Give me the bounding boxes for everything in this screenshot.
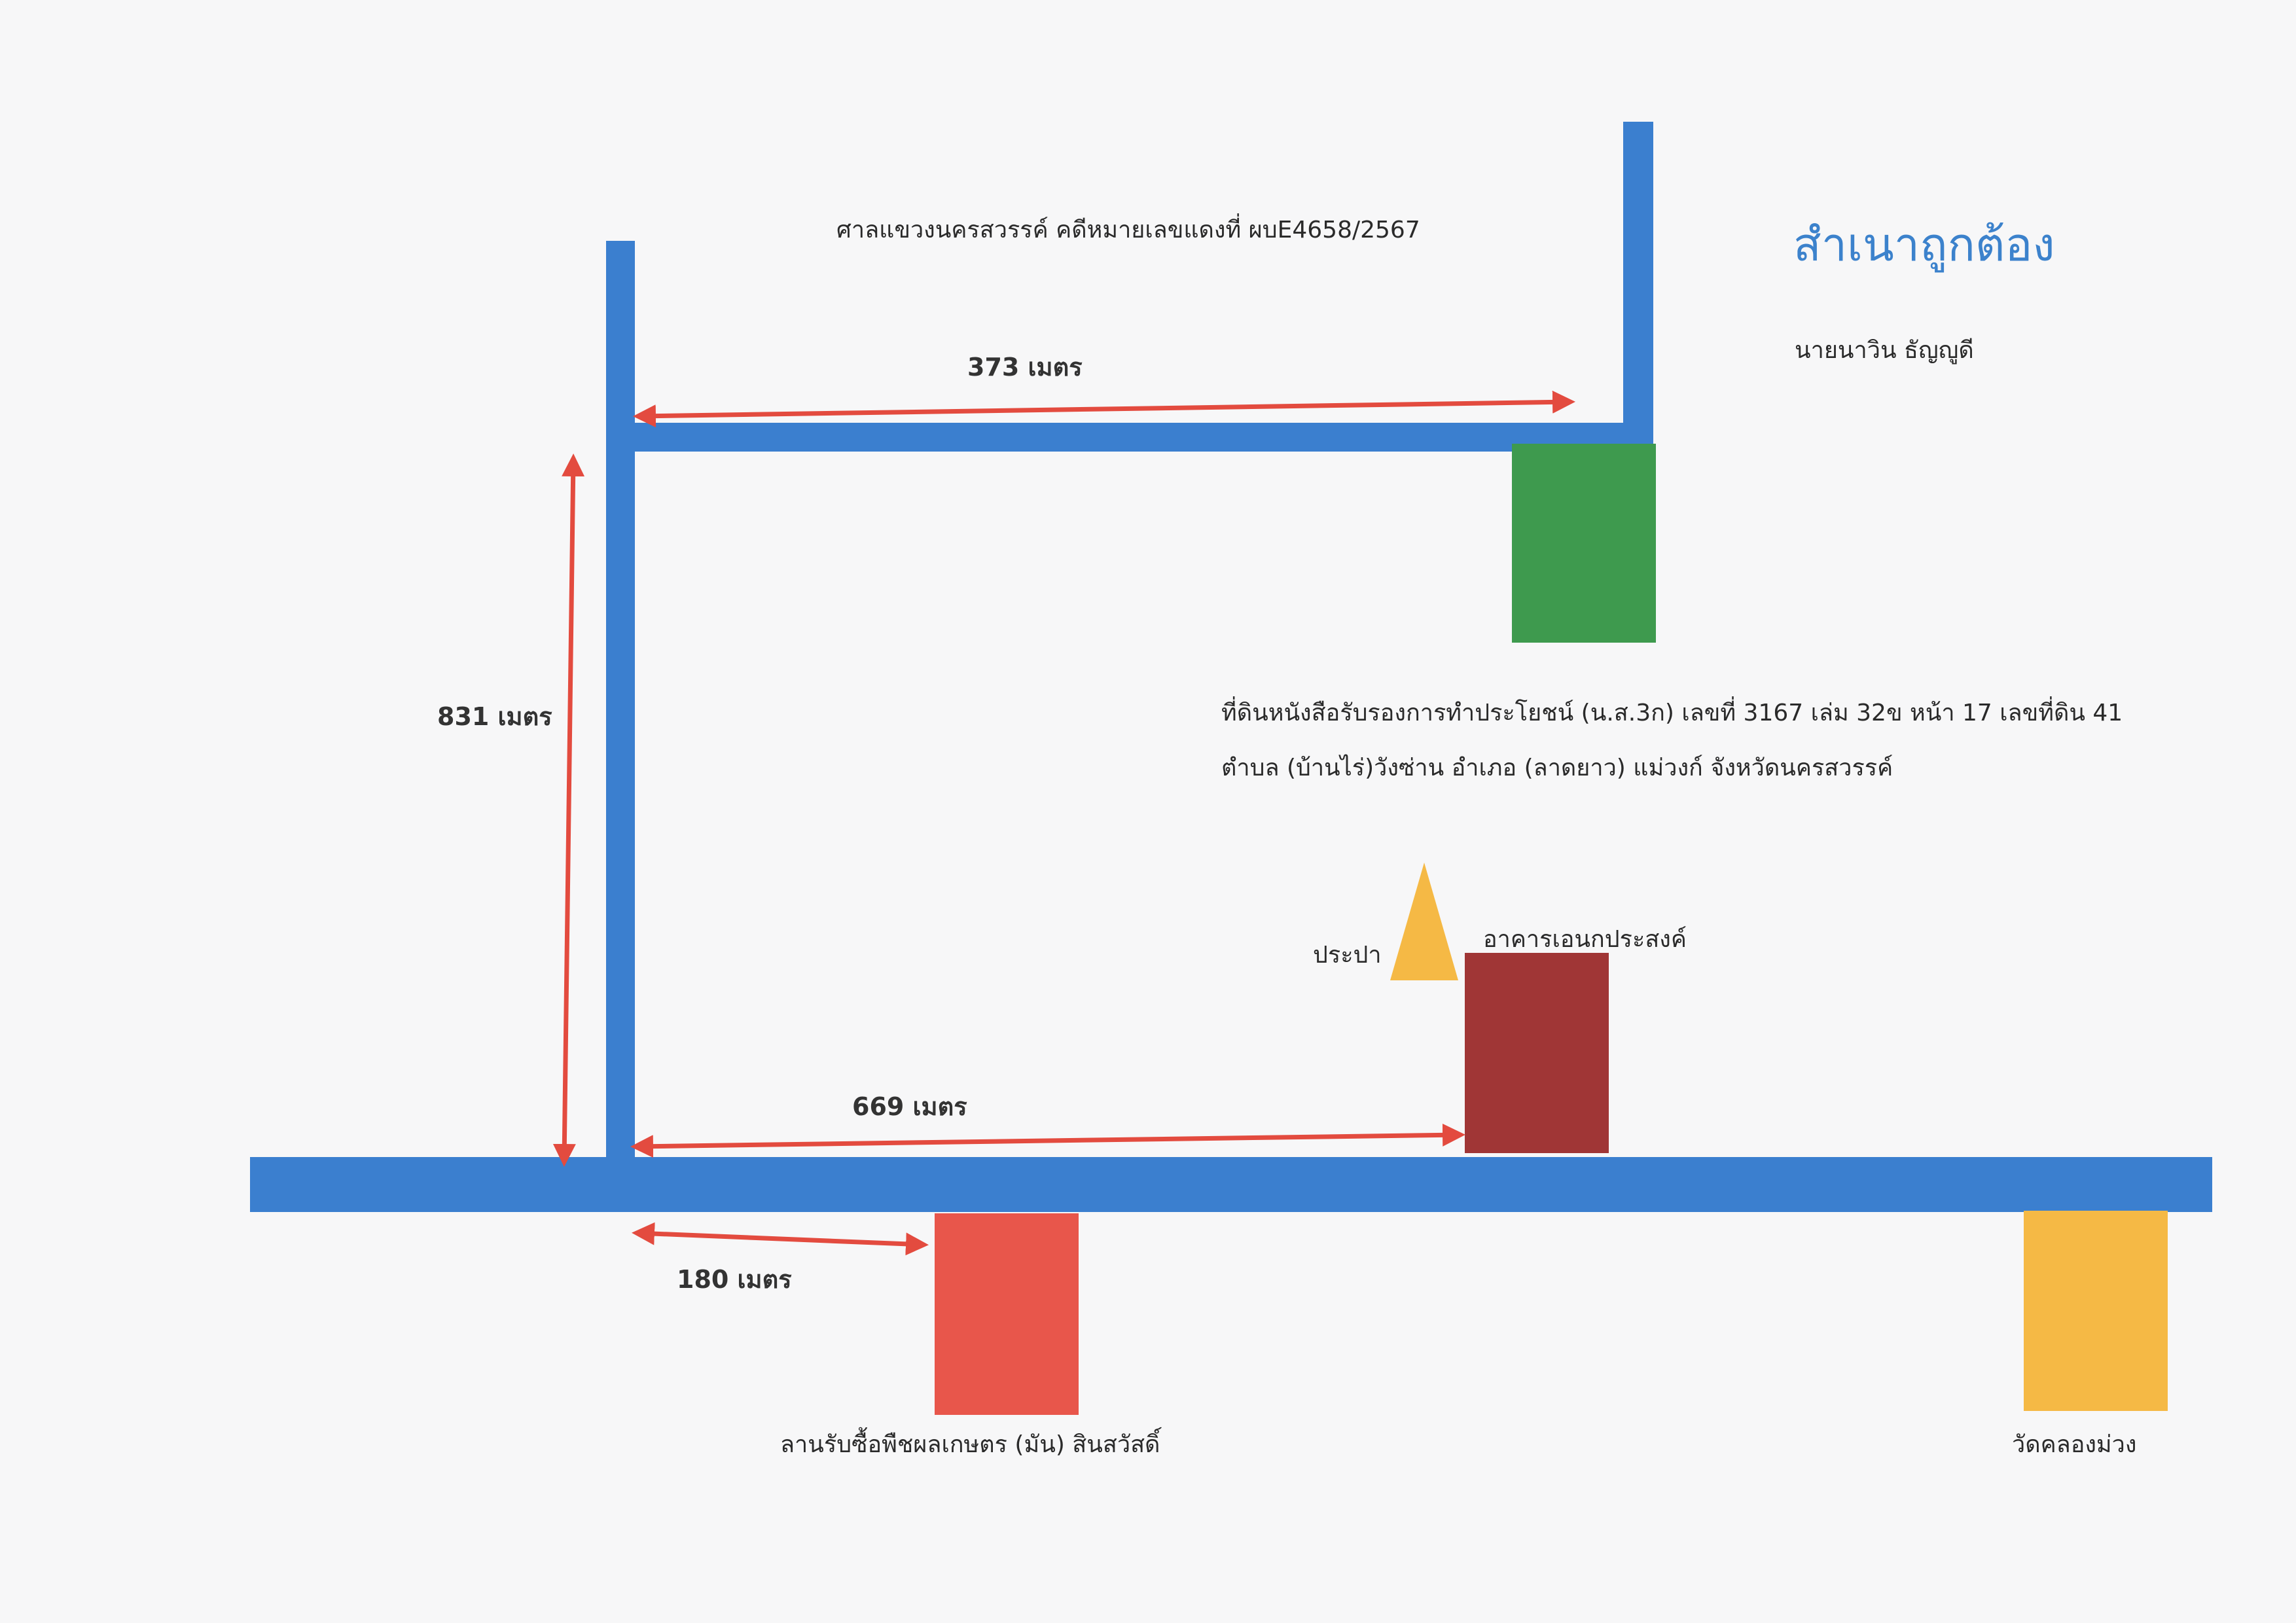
multipurpose-building [1465,953,1609,1153]
case-number-label: ศาลแขวงนครสวรรค์ คดีหมายเลขแดงที่ ผบE465… [836,217,1420,243]
certified-copy-label: สำเนาถูกต้อง [1793,218,2055,272]
right-road [1623,122,1653,438]
left-distance-label: 831 เมตร [437,702,552,731]
top-road [606,423,1653,452]
top-distance-label: 373 เมตร [967,353,1083,382]
water-supply-marker [1390,863,1458,980]
bottom-distance-arrow [630,1123,1465,1158]
lower-distance-arrow [632,1222,929,1256]
temple [2024,1211,2168,1411]
water-supply-label: ประปา [1313,942,1382,969]
bottom-distance-label: 669 เมตร [852,1092,967,1121]
building-label: อาคารเอนกประสงค์ [1483,926,1687,953]
crop-yard-label: ลานรับซื้อพืชผลเกษตร (มัน) สินสวัสดิ์ [780,1431,1160,1458]
plot-land [1512,444,1656,643]
crop-yard [935,1213,1079,1415]
lower-distance-label: 180 เมตร [677,1265,792,1294]
signer-name: นายนาวิน ธัญญูดี [1795,337,1974,364]
left-road [606,241,635,1170]
temple-label: วัดคลองม่วง [2012,1431,2137,1458]
left-distance-arrow [552,454,585,1167]
top-distance-arrow [633,390,1575,428]
plot-description-line1: ที่ดินหนังสือรับรองการทำประโยชน์ (น.ส.3ก… [1221,700,2123,726]
plot-description-line2: ตำบล (บ้านไร่)วังซ่าน อำเภอ (ลาดยาว) แม่… [1221,755,1893,781]
